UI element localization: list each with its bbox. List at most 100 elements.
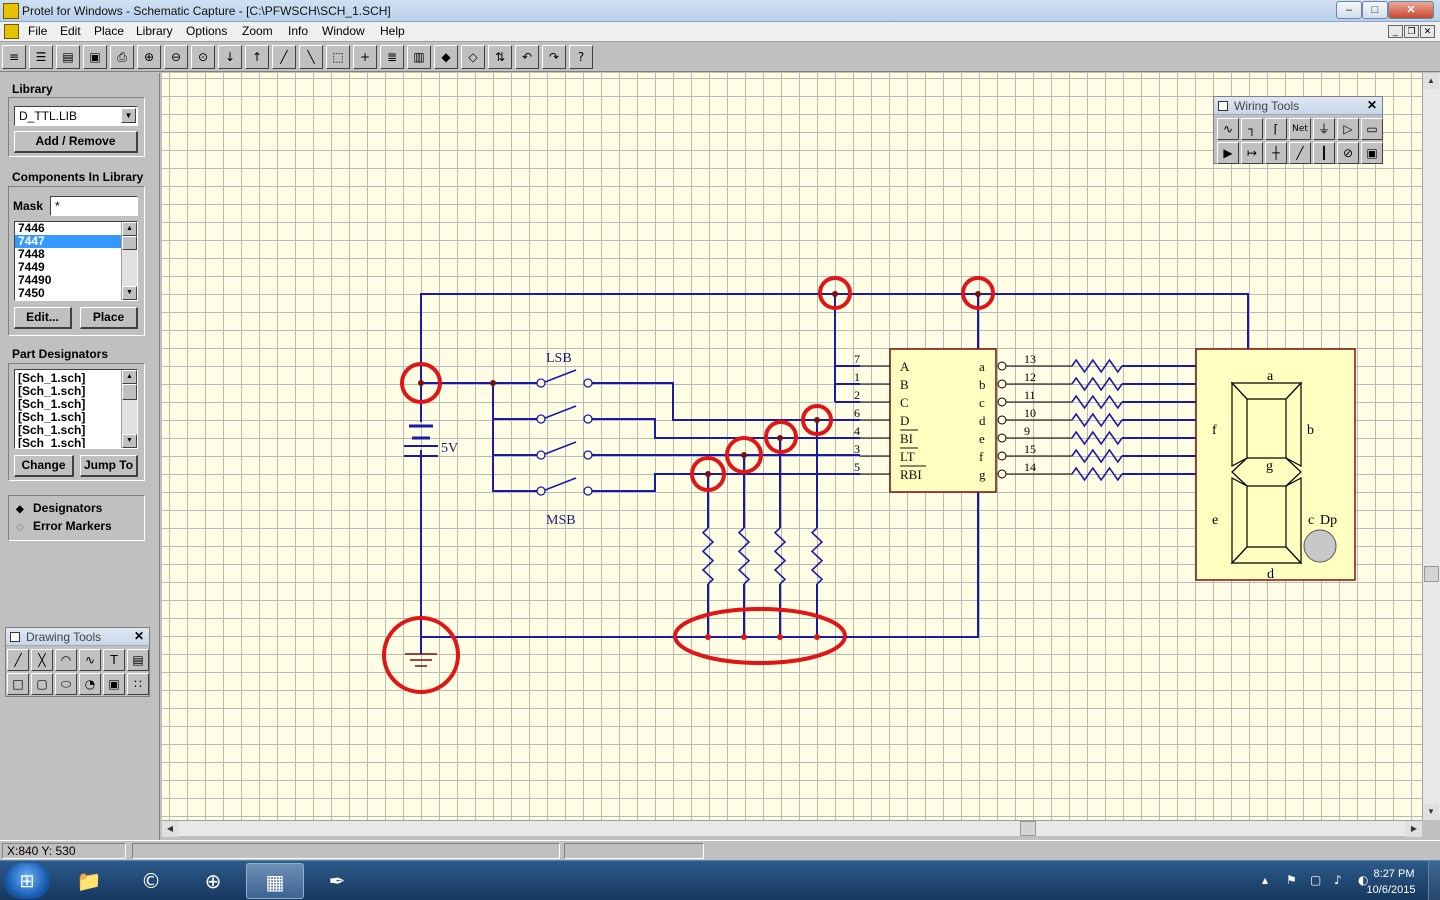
add-remove-button[interactable]: Add / Remove	[14, 131, 138, 153]
drawing-tools-titlebar[interactable]: Drawing Tools ✕	[6, 628, 149, 646]
switch-lever[interactable]	[544, 441, 577, 455]
safari-taskbar-icon[interactable]: ⊕	[204, 869, 222, 893]
menu-window[interactable]: Window	[322, 24, 365, 38]
switch-output-wire[interactable]	[592, 418, 860, 439]
component-list-item[interactable]: 74490	[18, 273, 52, 287]
canvas-horizontal-scrollbar[interactable]: ◀ ▶	[162, 820, 1422, 837]
switch-contact[interactable]	[536, 414, 546, 424]
menu-edit[interactable]: Edit	[60, 24, 81, 38]
network-icon[interactable]: ▢	[1310, 873, 1322, 887]
mask-input[interactable]: *	[50, 196, 138, 216]
zoom-fit-icon[interactable]: ⊙	[191, 45, 215, 69]
scroll-up-icon[interactable]: ▲	[122, 370, 137, 384]
switch-lever[interactable]	[544, 405, 577, 419]
wiring-tools-titlebar[interactable]: Wiring Tools ✕	[1214, 97, 1382, 115]
jump-to-button[interactable]: Jump To	[80, 455, 138, 477]
designator-list[interactable]: [Sch_1.sch][Sch_1.sch][Sch_1.sch][Sch_1.…	[14, 369, 138, 449]
volume-icon[interactable]: ♪	[1334, 873, 1342, 887]
file-explorer-taskbar-icon[interactable]: 📁	[76, 869, 102, 893]
wiring-tool-button[interactable]: Net	[1289, 118, 1311, 140]
drawing-tool-button[interactable]: ⬭	[55, 673, 77, 695]
library-select[interactable]: D_TTL.LIB ▼	[14, 106, 138, 126]
scroll-up-icon[interactable]: ▲	[122, 222, 137, 236]
designator-list-item[interactable]: [Sch_1.sch]	[18, 397, 86, 411]
select-icon[interactable]: ⬚	[326, 45, 350, 69]
wiring-tool-button[interactable]: ▷	[1337, 118, 1359, 140]
switch-contact[interactable]	[583, 414, 593, 424]
component-list-scrollbar[interactable]: ▲ ▼	[121, 222, 137, 300]
resistor[interactable]	[1071, 430, 1123, 446]
switch-output-wire[interactable]	[592, 473, 860, 492]
tree-icon[interactable]: ≡	[2, 45, 26, 69]
component-list-item[interactable]: 7449	[18, 260, 45, 274]
wiring-tool-button[interactable]: ⏚	[1313, 118, 1335, 140]
mdi-restore-button[interactable]: ❐	[1404, 25, 1419, 38]
wiring-tool-button[interactable]: ▭	[1361, 118, 1383, 140]
switch-contact[interactable]	[583, 378, 593, 388]
menu-file[interactable]: File	[28, 24, 48, 38]
designator-list-item[interactable]: [Sch_1.sch]	[18, 423, 86, 437]
switch-contact[interactable]	[536, 450, 546, 460]
horizontal-scroll-thumb[interactable]	[1020, 821, 1036, 836]
wiring-tool-button[interactable]: ┐	[1241, 118, 1263, 140]
menu-help[interactable]: Help	[380, 24, 405, 38]
scroll-down-icon[interactable]: ▼	[122, 286, 137, 300]
scroll-down-icon[interactable]: ▼	[122, 434, 137, 448]
switch-contact[interactable]	[536, 378, 546, 388]
drawing-tool-button[interactable]: ▣	[103, 673, 125, 695]
resistor[interactable]	[1071, 376, 1123, 392]
resistor[interactable]	[810, 527, 824, 585]
wiring-tool-button[interactable]: ∿	[1217, 118, 1239, 140]
start-button[interactable]: ⊞	[4, 863, 50, 899]
place-button[interactable]: Place	[80, 307, 138, 329]
wiring-tool-button[interactable]: ╱	[1289, 142, 1311, 164]
wiring-tool-button[interactable]: ▣	[1361, 142, 1383, 164]
open-icon[interactable]: ▤	[56, 45, 80, 69]
maximize-button[interactable]: □	[1362, 1, 1388, 19]
drawing-tool-button[interactable]: ╳	[31, 649, 53, 671]
designator-list-item[interactable]: [Sch_1.sch]	[18, 371, 86, 385]
bus-icon[interactable]: ≣	[380, 45, 404, 69]
resistor[interactable]	[701, 527, 715, 585]
drawing-tool-button[interactable]: ▤	[127, 649, 149, 671]
clock-date[interactable]: 10/6/2015	[1366, 884, 1416, 896]
menu-info[interactable]: Info	[288, 24, 309, 38]
drawing-tool-button[interactable]: □	[7, 673, 29, 695]
drawing-tool-button[interactable]: ▢	[31, 673, 53, 695]
show-desktop-button[interactable]	[1428, 861, 1440, 900]
designators-radio[interactable]: ◆Designators	[16, 501, 102, 515]
switch-lever[interactable]	[544, 369, 577, 383]
document-system-icon[interactable]	[4, 24, 19, 39]
ccleaner-taskbar-icon[interactable]: ©	[141, 869, 161, 893]
resistor[interactable]	[1071, 394, 1123, 410]
drawing-tool-button[interactable]: ∿	[79, 649, 101, 671]
scroll-left-icon[interactable]: ◀	[162, 821, 178, 837]
switch-contact[interactable]	[583, 450, 593, 460]
scroll-thumb[interactable]	[122, 236, 137, 250]
designator-list-scrollbar[interactable]: ▲ ▼	[121, 370, 137, 448]
switch-contact[interactable]	[583, 486, 593, 496]
help-icon[interactable]: ?	[569, 45, 593, 69]
drawing-tool-button[interactable]: ╱	[7, 649, 29, 671]
draw-icon[interactable]: ◇	[461, 45, 485, 69]
component-list-item[interactable]: 7448	[18, 247, 45, 261]
action-center-icon[interactable]: ⚑	[1286, 873, 1297, 887]
menu-library[interactable]: Library	[136, 24, 173, 38]
canvas-vertical-scrollbar[interactable]: ▲ ▼	[1422, 73, 1440, 820]
zoom-in-icon[interactable]: ⊕	[137, 45, 161, 69]
scroll-thumb[interactable]	[122, 384, 137, 400]
resistor[interactable]	[1071, 412, 1123, 428]
wire-icon[interactable]: ╱	[272, 45, 296, 69]
wiring-tool-button[interactable]: ⊘	[1337, 142, 1359, 164]
arrow-down-icon[interactable]: ↓	[218, 45, 242, 69]
wiring-tool-button[interactable]: ⌈	[1265, 118, 1287, 140]
close-icon[interactable]: ✕	[1366, 98, 1378, 112]
redo-icon[interactable]: ↷	[542, 45, 566, 69]
vertical-scroll-thumb[interactable]	[1424, 566, 1439, 582]
wiring-tool-button[interactable]: ↦	[1241, 142, 1263, 164]
clock-time[interactable]: 8:27 PM	[1373, 868, 1415, 880]
mdi-close-button[interactable]: ✕	[1420, 25, 1435, 38]
protel-app-icon[interactable]	[3, 3, 19, 19]
